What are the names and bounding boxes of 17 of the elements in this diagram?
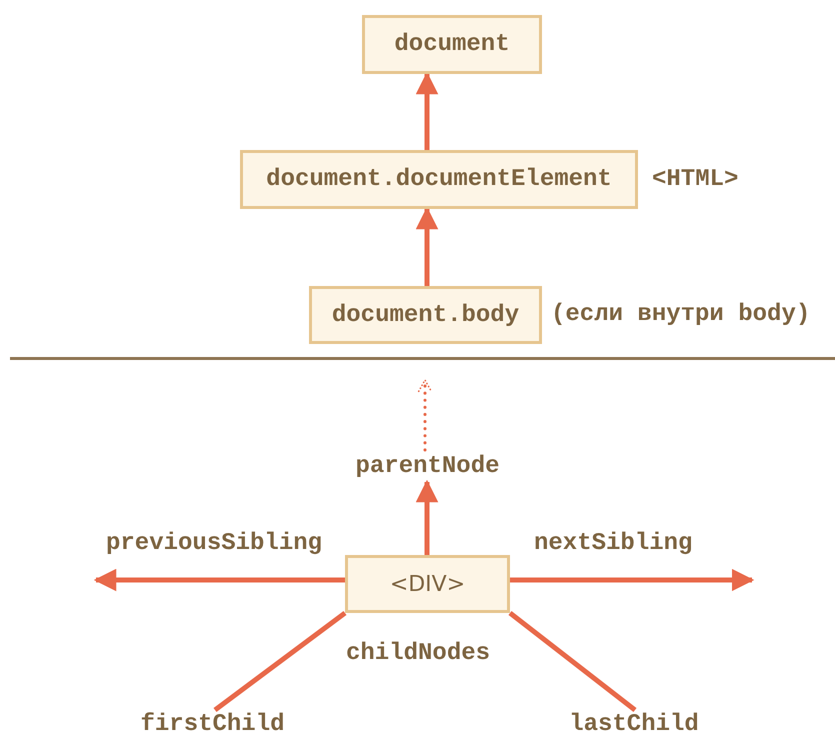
- arrow: [510, 568, 754, 592]
- edge-label: previousSibling: [106, 530, 322, 557]
- arrow: [94, 568, 345, 592]
- object-box: document: [362, 15, 542, 74]
- object-box: document.documentElement: [240, 150, 638, 209]
- arrow: [418, 378, 432, 452]
- edge-label: nextSibling: [534, 530, 692, 557]
- property-label: firstChild: [130, 710, 295, 737]
- object-box: document.body: [309, 286, 542, 344]
- connector-line: [214, 611, 346, 712]
- connector-line: [508, 611, 637, 712]
- object-box: <DIV>: [345, 555, 510, 613]
- property-label: parentNode: [345, 450, 510, 482]
- arrow: [416, 72, 438, 150]
- arrow: [416, 480, 438, 555]
- arrow: [416, 206, 438, 286]
- property-label: lastChild: [560, 710, 708, 737]
